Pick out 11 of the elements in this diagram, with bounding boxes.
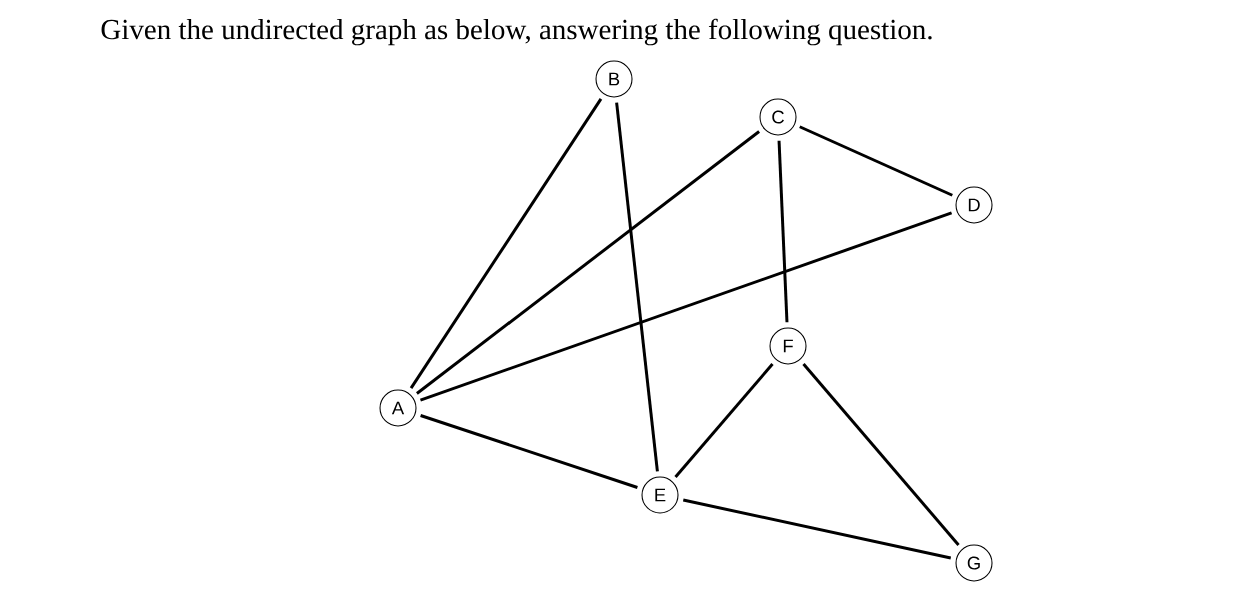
- edge-line: [682, 498, 952, 560]
- edge-line: [419, 211, 953, 402]
- edge-line: [615, 102, 659, 472]
- edge-line: [802, 363, 960, 546]
- edge-line: [674, 363, 774, 478]
- edge-line: [409, 98, 603, 389]
- edge-line: [416, 130, 761, 395]
- edge-line: [799, 125, 953, 197]
- edge-line: [420, 414, 638, 489]
- edge-line: [777, 140, 789, 323]
- title: Given the undirected graph as below, answering the following question.: [101, 18, 932, 46]
